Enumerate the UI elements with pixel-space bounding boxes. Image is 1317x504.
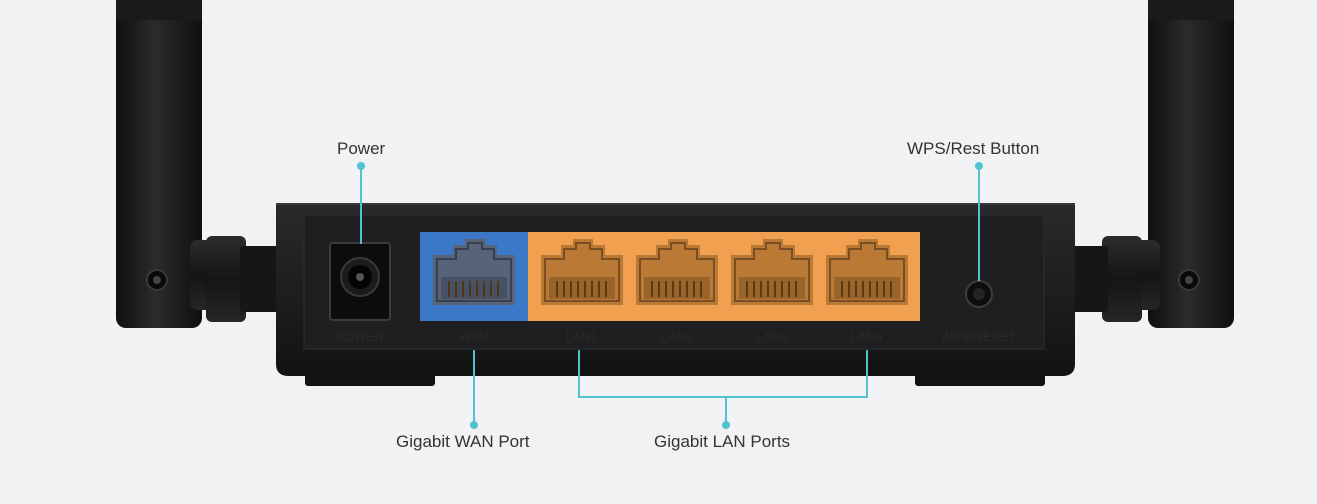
callout-wan-port: Gigabit WAN Port — [396, 432, 530, 451]
port-label-lan4: LAN4 — [851, 330, 883, 344]
power-jack-icon — [329, 242, 391, 321]
lan-ports — [528, 232, 920, 321]
port-label-wan: WAN — [459, 330, 488, 344]
reset-button-icon — [965, 280, 993, 308]
wps-leader-dot — [975, 162, 983, 170]
lan-bracket-line — [578, 350, 868, 398]
callout-power: Power — [337, 139, 386, 158]
callout-wps-reset-button: WPS/Rest Button — [907, 139, 1040, 158]
power-leader-dot — [357, 162, 365, 170]
right-antenna-icon — [1148, 0, 1234, 328]
callout-lan-ports: Gigabit LAN Ports — [654, 432, 791, 451]
left-antenna-icon — [116, 0, 202, 328]
left-hinge — [190, 236, 280, 322]
port-label-wps-reset: WPS/RESET — [941, 330, 1016, 344]
wan-leader-dot — [470, 421, 478, 429]
port-label-lan3: LAN3 — [756, 330, 788, 344]
wan-port — [420, 232, 528, 321]
callout-lines — [357, 162, 983, 429]
right-hinge — [1068, 236, 1160, 322]
port-label-lan1: LAN1 — [566, 330, 598, 344]
port-label-power: POWER — [336, 330, 384, 344]
port-label-lan2: LAN2 — [661, 330, 693, 344]
lan-leader-dot — [722, 421, 730, 429]
